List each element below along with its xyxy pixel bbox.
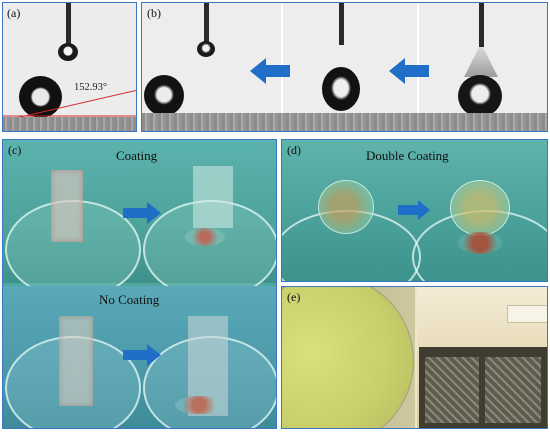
coating-photo [3,140,276,299]
panel-e-label: (e) [287,290,301,304]
window-pane [425,357,479,423]
window-photo [417,287,547,428]
coated-bubble [318,180,374,234]
no-coating-photo [3,286,276,428]
panel-a-label: (a) [7,6,21,20]
substrate [142,113,547,131]
coated-disc [282,287,414,428]
spill-residue [175,396,223,414]
coating-caption: Coating [116,148,158,163]
dispensing-needle [66,3,71,45]
window-pane [485,357,541,423]
fabric-strip [193,166,233,228]
panel-e: (e) [281,286,548,429]
panel-d: (d) Double Coating [281,139,548,282]
sessile-droplet [19,76,62,118]
window-grille [419,347,547,428]
left-arrow-icon [389,58,429,84]
needle-frame-1 [204,3,209,43]
left-arrow-icon [250,58,290,84]
pendant-droplet-frame-1 [197,41,215,57]
droplet-frame-3 [458,75,502,117]
contact-angle-lines [3,89,136,122]
right-arrow-icon [398,200,430,220]
no-coating-caption: No Coating [99,292,160,307]
coated-film-photo [282,287,415,428]
droplet-neck-frame-3 [464,47,498,77]
panel-c: (c) Coating No Coating [2,139,277,429]
fabric-strip [51,170,83,242]
droplet-frame-1 [144,75,184,116]
pendant-droplet [58,43,78,61]
panel-a: (a) 152.93° [2,2,137,132]
needle-frame-3 [479,3,484,47]
spill-residue [185,228,225,246]
right-arrow-icon [123,202,161,224]
panel-d-label: (d) [287,143,301,157]
panel-c-label: (c) [8,143,22,157]
panel-b: (b) [141,2,548,132]
air-conditioner [507,305,547,323]
droplet-frame-2 [322,67,360,111]
substrate [3,117,136,131]
fabric-strip [59,316,93,406]
spill-residue [458,232,502,254]
coated-bubble [450,180,510,236]
right-arrow-icon [123,344,161,366]
panel-b-label: (b) [147,6,161,20]
contact-angle-value: 152.93° [74,82,108,93]
double-coating-caption: Double Coating [366,148,449,163]
needle-frame-2 [339,3,344,45]
